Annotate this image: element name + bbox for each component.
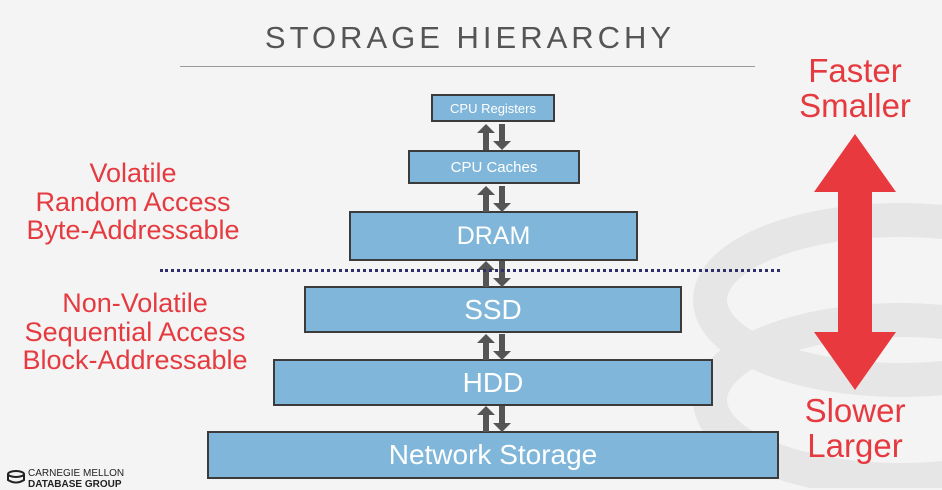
faster-smaller-label: Faster Smaller — [780, 54, 930, 124]
slower-larger-label: Slower Larger — [780, 394, 930, 464]
tier-network-storage: Network Storage — [207, 431, 779, 479]
tier-label: Network Storage — [389, 439, 598, 471]
non-volatile-line: Block-Addressable — [0, 346, 270, 375]
tier-label: DRAM — [457, 222, 531, 251]
non-volatile-line: Sequential Access — [0, 318, 270, 347]
updown-arrows-icon — [474, 332, 514, 362]
cmu-db-logo-icon — [6, 470, 26, 484]
updown-arrows-icon — [474, 404, 514, 434]
speed-size-arrow-icon — [812, 134, 898, 390]
updown-arrows-icon — [474, 259, 514, 289]
tier-cpu-registers: CPU Registers — [431, 94, 555, 122]
larger-line: Larger — [780, 429, 930, 464]
faster-line: Faster — [780, 54, 930, 89]
tier-dram: DRAM — [349, 211, 638, 261]
updown-arrows-icon — [474, 184, 514, 214]
volatile-line: Volatile — [0, 159, 266, 188]
tier-hdd: HDD — [273, 359, 713, 406]
tier-label: SSD — [464, 294, 522, 326]
volatile-label: Volatile Random Access Byte-Addressable — [0, 159, 266, 245]
slower-line: Slower — [780, 394, 930, 429]
volatile-line: Byte-Addressable — [0, 216, 266, 245]
cmu-db-logo-text: CARNEGIE MELLON DATABASE GROUP — [28, 469, 124, 490]
tier-label: HDD — [463, 367, 524, 399]
volatile-line: Random Access — [0, 188, 266, 217]
tier-label: CPU Registers — [450, 101, 536, 116]
non-volatile-label: Non-Volatile Sequential Access Block-Add… — [0, 289, 270, 375]
updown-arrows-icon — [474, 122, 514, 152]
tier-label: CPU Caches — [451, 159, 538, 176]
volatility-divider — [160, 269, 780, 272]
title-divider — [180, 66, 755, 67]
logo-line-1: CARNEGIE MELLON — [28, 469, 124, 480]
tier-ssd: SSD — [304, 286, 682, 333]
logo-line-2: DATABASE GROUP — [28, 480, 124, 490]
tier-cpu-caches: CPU Caches — [408, 150, 580, 184]
non-volatile-line: Non-Volatile — [0, 289, 270, 318]
page-title: STORAGE HIERARCHY — [230, 20, 710, 56]
smaller-line: Smaller — [780, 89, 930, 124]
